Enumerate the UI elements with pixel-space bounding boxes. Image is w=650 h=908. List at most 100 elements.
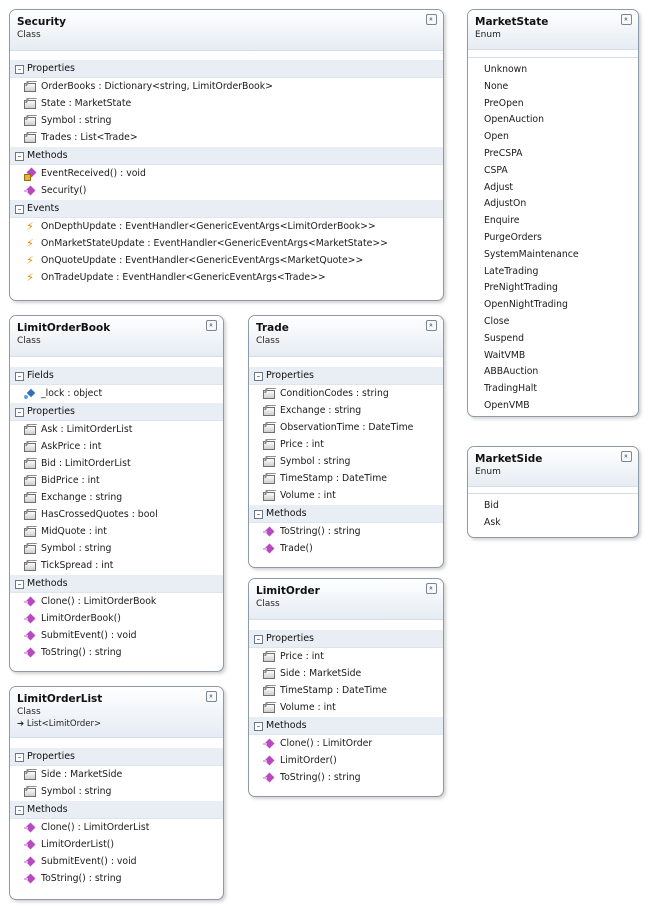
events-section: Events ⚡OnDepthUpdate : EventHandler<Gen… <box>10 199 443 286</box>
minus-square-icon[interactable] <box>15 806 24 815</box>
section-header-fields[interactable]: Fields <box>10 366 223 385</box>
enum-value: PurgeOrders <box>484 231 542 243</box>
section-header-properties[interactable]: Properties <box>249 366 443 385</box>
properties-section: Properties ConditionCodes : string Excha… <box>249 366 443 504</box>
properties-section: Properties Side : MarketSide Symbol : st… <box>10 747 223 800</box>
class-title: LimitOrderBook <box>17 322 111 334</box>
property-icon <box>263 423 275 433</box>
section-header-methods[interactable]: Methods <box>10 800 223 819</box>
member-item: Clone() : LimitOrderList <box>10 819 223 836</box>
method-icon <box>24 186 36 196</box>
properties-section: Properties Price : int Side : MarketSide… <box>249 629 443 716</box>
chevron-up-icon[interactable] <box>206 320 217 331</box>
section-header-methods[interactable]: Methods <box>249 504 443 523</box>
class-title: LimitOrderList <box>17 693 103 705</box>
enum-value: SystemMaintenance <box>484 248 579 260</box>
minus-square-icon[interactable] <box>15 580 24 589</box>
member-item: Trades : List<Trade> <box>10 129 443 146</box>
chevron-up-icon[interactable] <box>426 14 437 25</box>
limitorder-class-header: LimitOrder Class <box>249 579 443 620</box>
member-item: Clone() : LimitOrder <box>249 735 443 752</box>
member-item: ToString() : string <box>249 523 443 540</box>
member-item: ToString() : string <box>249 769 443 786</box>
class-kind: Class <box>17 336 41 346</box>
property-icon <box>24 82 36 92</box>
member-item: Symbol : string <box>10 112 443 129</box>
property-icon <box>24 510 36 520</box>
minus-square-icon[interactable] <box>254 722 263 731</box>
class-title: Security <box>17 16 67 28</box>
enum-value: PreCSPA <box>484 147 523 159</box>
security-class-box: Security Class Properties OrderBooks : D… <box>9 9 444 301</box>
method-icon <box>24 823 36 833</box>
minus-square-icon[interactable] <box>15 65 24 74</box>
protected-method-icon <box>24 169 36 181</box>
section-header-methods[interactable]: Methods <box>249 716 443 735</box>
enum-kind: Enum <box>475 30 501 40</box>
member-item: Side : MarketSide <box>249 665 443 682</box>
member-item: HasCrossedQuotes : bool <box>10 506 223 523</box>
marketstate-enum-box: MarketState Enum Unknown None PreOpen Op… <box>467 9 639 417</box>
property-icon <box>263 703 275 713</box>
member-item: Exchange : string <box>10 489 223 506</box>
property-icon <box>24 459 36 469</box>
section-header-properties[interactable]: Properties <box>249 629 443 648</box>
minus-square-icon[interactable] <box>254 635 263 644</box>
methods-section: Methods Clone() : LimitOrderList LimitOr… <box>10 800 223 887</box>
section-header-methods[interactable]: Methods <box>10 574 223 593</box>
minus-square-icon[interactable] <box>254 510 263 519</box>
class-kind: Class <box>17 707 41 717</box>
enum-title: MarketSide <box>475 453 543 465</box>
chevron-up-icon[interactable] <box>621 451 632 462</box>
security-class-header: Security Class <box>10 10 443 51</box>
property-icon <box>24 476 36 486</box>
enum-value: LateTrading <box>484 265 539 277</box>
minus-square-icon[interactable] <box>15 372 24 381</box>
member-item: LimitOrderList() <box>10 836 223 853</box>
enum-value: Adjust <box>484 181 514 193</box>
property-icon <box>24 770 36 780</box>
member-item: ⚡OnTradeUpdate : EventHandler<GenericEve… <box>10 269 443 286</box>
enum-value: Ask <box>484 516 501 528</box>
member-item: TickSpread : int <box>10 557 223 574</box>
enum-value: PreOpen <box>484 97 524 109</box>
property-icon <box>24 99 36 109</box>
member-item: Price : int <box>249 436 443 453</box>
enum-value: OpenVMB <box>484 399 530 411</box>
minus-square-icon[interactable] <box>15 753 24 762</box>
section-header-properties[interactable]: Properties <box>10 59 443 78</box>
minus-square-icon[interactable] <box>254 372 263 381</box>
member-item: Symbol : string <box>249 453 443 470</box>
chevron-up-icon[interactable] <box>426 320 437 331</box>
section-header-properties[interactable]: Properties <box>10 747 223 766</box>
section-header-methods[interactable]: Methods <box>10 146 443 165</box>
methods-section: Methods Clone() : LimitOrder LimitOrder(… <box>249 716 443 786</box>
section-header-events[interactable]: Events <box>10 199 443 218</box>
lightning-event-icon: ⚡ <box>26 219 34 233</box>
member-item: Symbol : string <box>10 540 223 557</box>
minus-square-icon[interactable] <box>15 408 24 417</box>
minus-square-icon[interactable] <box>15 205 24 214</box>
chevron-up-icon[interactable] <box>206 691 217 702</box>
property-icon <box>24 133 36 143</box>
class-kind: Class <box>256 599 280 609</box>
methods-section: Methods Clone() : LimitOrderBook LimitOr… <box>10 574 223 661</box>
marketside-enum-header: MarketSide Enum <box>468 447 638 487</box>
member-item: ToString() : string <box>10 870 223 887</box>
method-icon <box>263 756 275 766</box>
lightning-event-icon: ⚡ <box>26 253 34 267</box>
chevron-up-icon[interactable] <box>621 14 632 25</box>
member-item: Security() <box>10 182 443 199</box>
chevron-up-icon[interactable] <box>426 583 437 594</box>
member-item: ObservationTime : DateTime <box>249 419 443 436</box>
minus-square-icon[interactable] <box>15 152 24 161</box>
property-icon <box>24 527 36 537</box>
section-header-properties[interactable]: Properties <box>10 402 223 421</box>
enum-kind: Enum <box>475 467 501 477</box>
properties-section: Properties Ask : LimitOrderList AskPrice… <box>10 402 223 574</box>
member-item: ToString() : string <box>10 644 223 661</box>
arrow-right-icon: ➔ <box>17 719 25 729</box>
property-icon <box>263 457 275 467</box>
property-icon <box>263 669 275 679</box>
marketstate-enum-header: MarketState Enum <box>468 10 638 50</box>
